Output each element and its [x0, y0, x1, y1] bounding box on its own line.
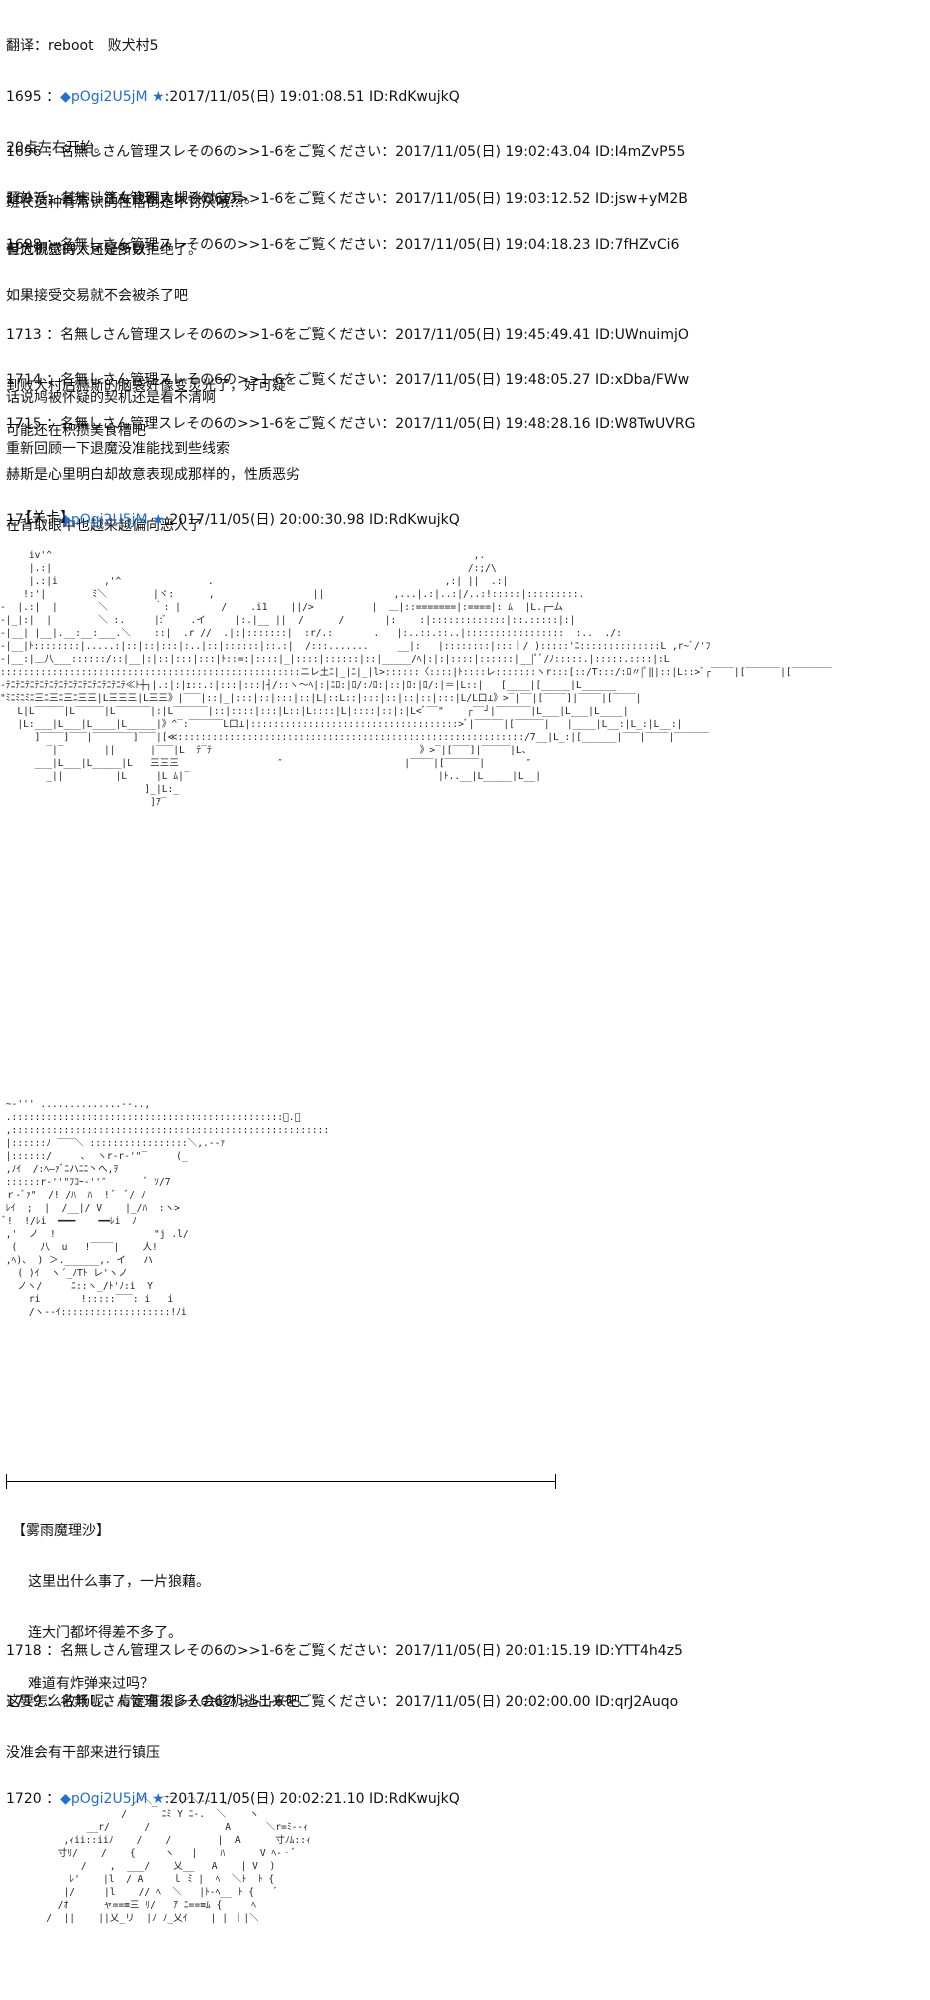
- post-1697: 1697 ：名無しさん管理スレその6の>>1-6をご覧ください：2017/11/…: [6, 157, 688, 293]
- post-1713: 1713 ：名無しさん管理スレその6の>>1-6をご覧ください：2017/11/…: [6, 293, 689, 429]
- dialogue-separator: [6, 1474, 556, 1489]
- post-1719: 1719 ：名無しさん管理スレその6の>>1-6をご覧ください：2017/11/…: [6, 1660, 678, 1796]
- post-header: 1717 ：◆pOgi2U5jM ★:2017/11/05(日) 20:00:3…: [6, 512, 460, 528]
- star-icon: ★: [152, 512, 165, 528]
- post-date: :2017/11/05(日) 19:01:08.51 ID:RdKwujkQ: [164, 89, 460, 105]
- post-header: 1718 ：名無しさん管理スレその6の>>1-6をご覧ください：2017/11/…: [6, 1643, 683, 1659]
- post-1714: 1714 ：名無しさん管理スレその6の>>1-6をご覧ください：2017/11/…: [6, 338, 689, 474]
- post-header: 1695 ：◆pOgi2U5jM ★:2017/11/05(日) 19:01:0…: [6, 89, 460, 105]
- post-line: 在背取眼中也越来越偏向恶人了: [6, 518, 202, 534]
- scene-label: 【关卡】: [18, 510, 74, 526]
- character-name: 【雾雨魔理沙】: [12, 1523, 110, 1539]
- post-1718: 1718 ：名無しさん管理スレその6の>>1-6をご覧ください：2017/11/…: [6, 1609, 683, 1745]
- post-number: 1720: [6, 1791, 42, 1807]
- post-header: 1697 ：名無しさん管理スレその6の>>1-6をご覧ください：2017/11/…: [6, 191, 688, 207]
- post-line: 到败犬村后赫斯的脑袋好像变灵光了，好可疑: [6, 378, 286, 394]
- post-line: 话说鸠被怀疑的契机还是看不清啊: [6, 390, 216, 406]
- ascii-art-character-2: ／＼_ ‾‾ ／＼-‐ 、 / ﾆﾐ Y ﾆ-. ＼ ヽ __r/ / A ＼r…: [46, 1796, 311, 1924]
- post-header: 1720 ：◆pOgi2U5jM ★:2017/11/05(日) 20:02:2…: [6, 1791, 460, 1807]
- character-dialogue: 【雾雨魔理沙】 这里出什么事了，一片狼藉。 连大门都坏得差不多了。 难道有炸弹来…: [12, 1489, 210, 1727]
- ascii-art-ruined-gate: iv'^ ,. |.:| /:;/\ |.:|i ,'^: [0, 550, 833, 808]
- dialogue-line: 难道有炸弹来过吗？: [28, 1676, 154, 1692]
- post-date: :2017/11/05(日) 20:02:21.10 ID:RdKwujkQ: [164, 1791, 460, 1807]
- post-line: 题外话，其实斗篷女也跟大槻谈过交易。: [6, 191, 258, 207]
- trip-diamond-icon: ◆: [60, 1791, 71, 1807]
- trip-diamond-icon: ◆: [60, 89, 71, 105]
- post-1698: 1698 ：名無しさん管理スレその6の>>1-6をご覧ください：2017/11/…: [6, 203, 679, 492]
- post-line: 20点左右开始。: [6, 140, 108, 156]
- post-line: 没准会有干部来进行镇压: [6, 1745, 160, 1761]
- post-line: 这要怎么收场呢，肯定有很多人会趁机逃出来吧: [6, 1694, 300, 1710]
- post-line: 可能还在积攒美食槽吧: [6, 423, 146, 439]
- post-number: 1717: [6, 512, 42, 528]
- post-line: 重新回顾一下退魔没准能找到些线索: [6, 441, 230, 457]
- post-line: 赫斯是心里明白却故意表现成那样的，性质恶劣: [6, 467, 300, 483]
- post-header: 1719 ：名無しさん管理スレその6の>>1-6をご覧ください：2017/11/…: [6, 1694, 679, 1710]
- post-1715: 1715 ：名無しさん管理スレその6の>>1-6をご覧ください：2017/11/…: [6, 382, 695, 569]
- translator-note: 翻译：reboot 败犬村5: [6, 38, 159, 54]
- tripcode: pOgi2U5jM: [70, 512, 148, 528]
- post-header: 1698 ：名無しさん管理スレその6の>>1-6をご覧ください：2017/11/…: [6, 237, 680, 253]
- ascii-art-marisa: ~‐''' ..............‐-.., .:::::::::::::…: [0, 1099, 330, 1318]
- post-date: :2017/11/05(日) 20:00:30.98 ID:RdKwujkQ: [164, 512, 460, 528]
- post-line: 如果接受交易就不会被杀了吧: [6, 288, 188, 304]
- post-1695: 翻译：reboot 败犬村5 1695 ：◆pOgi2U5jM ★:2017/1…: [6, 4, 460, 293]
- star-icon: ★: [152, 89, 165, 105]
- tripcode: pOgi2U5jM: [70, 89, 148, 105]
- post-1717: 1717 ：◆pOgi2U5jM ★:2017/11/05(日) 20:00:3…: [6, 478, 460, 563]
- post-header: 1715 ：名無しさん管理スレその6の>>1-6をご覧ください：2017/11/…: [6, 416, 696, 432]
- post-number: 1695: [6, 89, 42, 105]
- post-line: 有危机感的人还是多数: [6, 242, 146, 258]
- post-1696: 1696 ：名無しさん管理スレその6の>>1-6をご覧ください：2017/11/…: [6, 110, 685, 246]
- star-icon: ★: [152, 1791, 165, 1807]
- dialogue-line: 这里出什么事了，一片狼藉。: [28, 1574, 210, 1590]
- post-header: 1696 ：名無しさん管理スレその6の>>1-6をご覧ください：2017/11/…: [6, 144, 686, 160]
- post-line: 但大槻觉得太可疑所以拒绝了。: [6, 242, 202, 258]
- post-header: 1713 ：名無しさん管理スレその6の>>1-6をご覧ください：2017/11/…: [6, 327, 689, 343]
- post-line: 班长这种有常识的性格倒是不讨厌哦…: [6, 195, 244, 211]
- trip-diamond-icon: ◆: [60, 512, 71, 528]
- dialogue-line: 连大门都坏得差不多了。: [28, 1625, 182, 1641]
- post-header: 1714 ：名無しさん管理スレその6の>>1-6をご覧ください：2017/11/…: [6, 372, 690, 388]
- post-1720: 1720 ：◆pOgi2U5jM ★:2017/11/05(日) 20:02:2…: [6, 1757, 460, 1842]
- tripcode: pOgi2U5jM: [70, 1791, 148, 1807]
